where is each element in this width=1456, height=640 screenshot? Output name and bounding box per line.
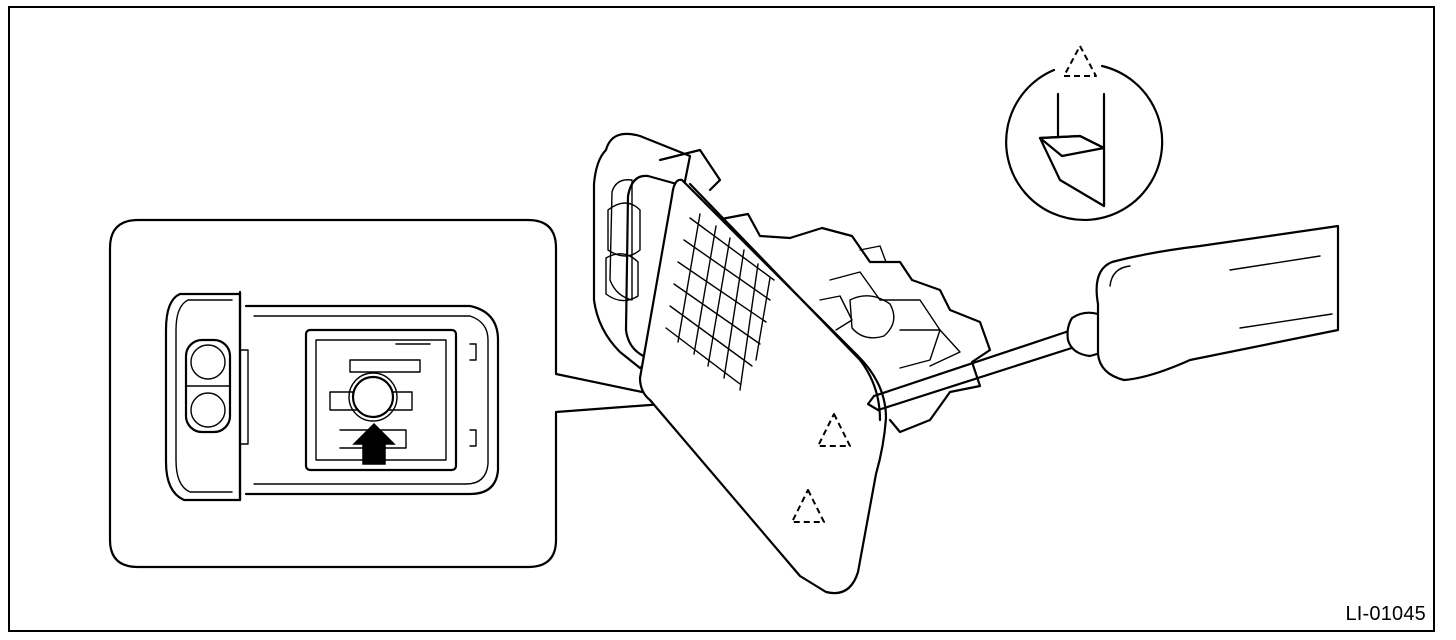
lens-grid-pattern [665,213,775,391]
push-direction-arrow [352,422,396,465]
dashed-triangle-clip-marker [817,413,851,447]
inset-callout [108,218,692,569]
inset-lamp-housing [164,290,500,502]
figure-label: LI-01045 [1345,603,1426,625]
flat-screwdriver [866,224,1340,412]
bulb-circle [351,375,395,419]
dashed-triangle-clip-marker [791,489,825,523]
room-light-lens-assembly [592,132,992,595]
dashed-triangle-clip-marker [1063,45,1097,77]
figure-border [8,6,1435,632]
clip-detail-circle [1005,45,1164,222]
lamp-lens [638,178,888,595]
